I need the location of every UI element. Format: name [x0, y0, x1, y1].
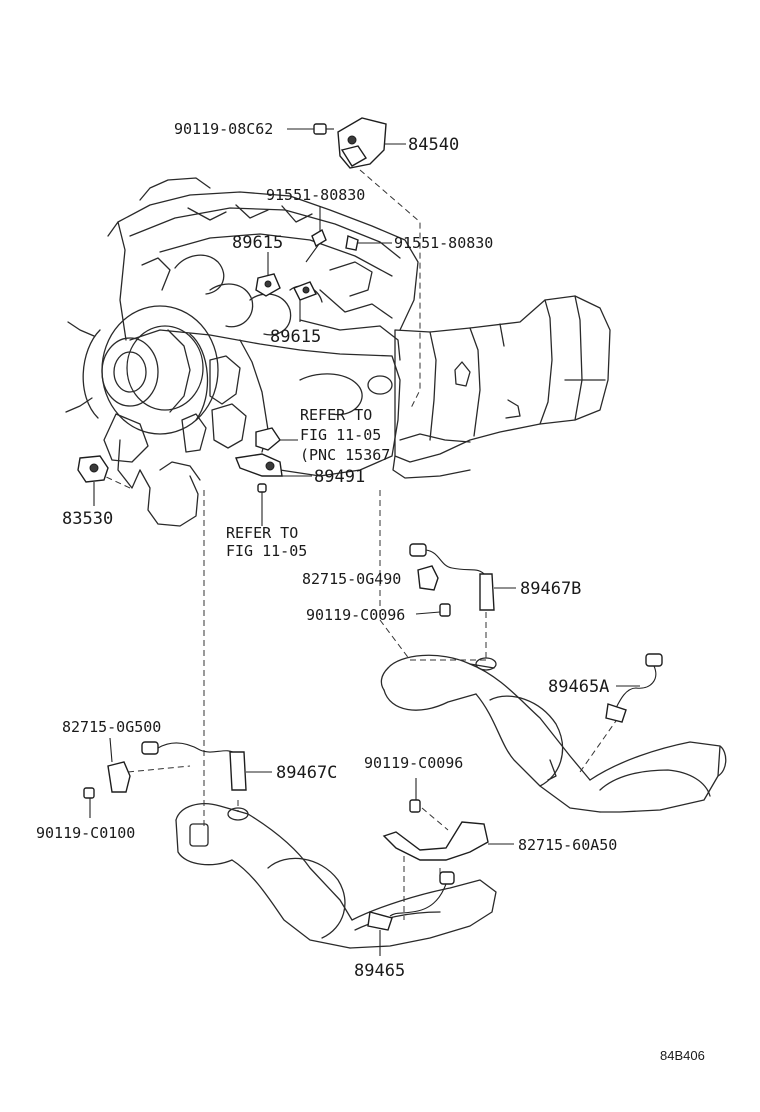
- label-89615-lower: 89615: [270, 327, 321, 347]
- label-leader-lines: [89, 128, 640, 956]
- bracket-82715-60a50-part[interactable]: [382, 799, 489, 861]
- label-89467b: 89467B: [520, 579, 581, 599]
- label-90119-c0100: 90119-C0100: [36, 824, 135, 842]
- exhaust-pipe-left: [175, 803, 497, 949]
- sensor-89615-upper-part[interactable]: [255, 273, 281, 297]
- label-89465a: 89465A: [548, 677, 609, 697]
- figure-code: 84B406: [660, 1048, 705, 1063]
- transmission-illustration: [392, 295, 611, 479]
- label-82715-0g500: 82715-0G500: [62, 718, 161, 736]
- label-89615-upper: 89615: [232, 233, 283, 253]
- label-89467c: 89467C: [276, 763, 337, 783]
- label-82715-0g490: 82715-0G490: [302, 570, 401, 588]
- engine-illustration: [65, 177, 419, 527]
- label-91551-80830-upper: 91551-80830: [266, 186, 365, 204]
- label-90119-08c62: 90119-08C62: [174, 120, 273, 138]
- knock-sensor-module-part[interactable]: [337, 117, 387, 169]
- label-fig-11-05-2: FIG 11-05: [226, 542, 307, 560]
- oxygen-sensor-89465a-part[interactable]: [605, 653, 663, 723]
- oxygen-sensor-89467b-part[interactable]: [409, 543, 495, 617]
- label-89465: 89465: [354, 961, 405, 981]
- sensor-89615-lower-part[interactable]: [293, 281, 317, 301]
- sensor-89491-part[interactable]: [235, 427, 283, 493]
- label-84540: 84540: [408, 135, 459, 155]
- screw-91551-80830-right-part[interactable]: [345, 235, 359, 251]
- label-91551-80830-right: 91551-80830: [394, 234, 493, 252]
- dashed-reference-lines: [103, 169, 619, 920]
- label-82715-60a50: 82715-60A50: [518, 836, 617, 854]
- oil-pressure-switch-83530-part[interactable]: [77, 455, 109, 483]
- bolt-90119-08c62-part[interactable]: [313, 123, 334, 135]
- label-90119-c0096-lower: 90119-C0096: [364, 754, 463, 772]
- screw-91551-80830-left-part[interactable]: [305, 228, 327, 263]
- label-refer-to-1: REFER TO: [300, 406, 372, 424]
- label-pnc-15367: (PNC 15367: [300, 446, 390, 464]
- label-90119-c0096-upper: 90119-C0096: [306, 606, 405, 624]
- label-refer-to-2: REFER TO: [226, 524, 298, 542]
- label-83530: 83530: [62, 509, 113, 529]
- label-89491: 89491: [314, 467, 365, 487]
- oxygen-sensor-89465-part[interactable]: [367, 871, 455, 931]
- label-fig-11-05-1: FIG 11-05: [300, 426, 381, 444]
- oxygen-sensor-89467c-part[interactable]: [83, 741, 247, 799]
